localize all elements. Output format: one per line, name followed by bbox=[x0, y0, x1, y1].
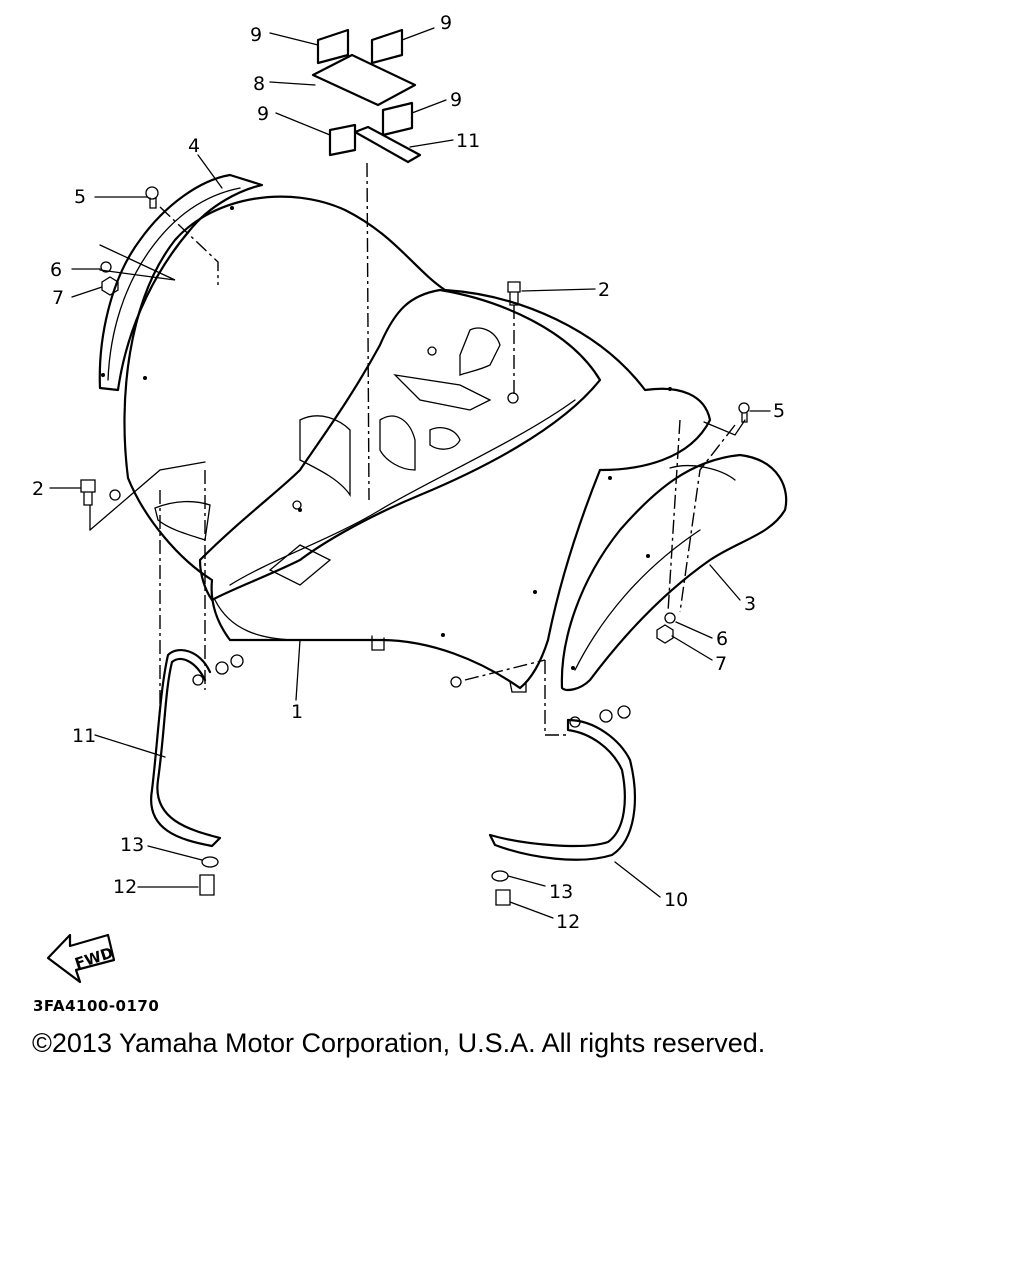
callout-2: 2 bbox=[32, 478, 44, 500]
drawing-code: 3FA4100-0170 bbox=[33, 997, 160, 1015]
assembly-lines bbox=[89, 162, 746, 736]
callout-5: 5 bbox=[74, 186, 86, 208]
callout-13: 13 bbox=[549, 881, 573, 903]
callout-9: 9 bbox=[450, 89, 462, 111]
callout-7: 7 bbox=[52, 287, 64, 309]
stays bbox=[150, 649, 636, 861]
callout-labels: 9 9 8 9 9 11 4 5 6 7 2 5 2 3 6 7 1 11 13… bbox=[32, 12, 785, 933]
fwd-arrow-label: FWD bbox=[73, 944, 116, 973]
callout-12: 12 bbox=[556, 911, 580, 933]
rear-fender-body bbox=[123, 195, 712, 693]
callout-10: 10 bbox=[664, 889, 688, 911]
copyright-notice: ©2013 Yamaha Motor Corporation, U.S.A. A… bbox=[32, 1028, 766, 1058]
callout-1: 1 bbox=[291, 701, 303, 723]
callout-4: 4 bbox=[188, 135, 200, 157]
callout-6: 6 bbox=[716, 628, 728, 650]
callout-6: 6 bbox=[50, 259, 62, 281]
callout-12: 12 bbox=[113, 876, 137, 898]
callout-7: 7 bbox=[715, 653, 727, 675]
fasteners bbox=[80, 186, 750, 906]
callout-9: 9 bbox=[250, 24, 262, 46]
fwd-arrow-icon: FWD bbox=[46, 933, 116, 984]
callout-8: 8 bbox=[253, 73, 265, 95]
left-mud-flap bbox=[98, 173, 264, 392]
pads-and-strip bbox=[311, 28, 422, 164]
callout-13: 13 bbox=[120, 834, 144, 856]
exploded-parts-diagram: 9 9 8 9 9 11 4 5 6 7 2 5 2 3 6 7 1 11 13… bbox=[32, 12, 788, 984]
callout-2: 2 bbox=[598, 279, 610, 301]
right-mud-flap bbox=[560, 453, 788, 691]
callout-11: 11 bbox=[456, 130, 480, 152]
leader-lines bbox=[49, 27, 771, 919]
callout-5: 5 bbox=[773, 400, 785, 422]
callout-9: 9 bbox=[257, 103, 269, 125]
callout-11: 11 bbox=[72, 725, 96, 747]
callout-9: 9 bbox=[440, 12, 452, 34]
callout-3: 3 bbox=[744, 593, 756, 615]
